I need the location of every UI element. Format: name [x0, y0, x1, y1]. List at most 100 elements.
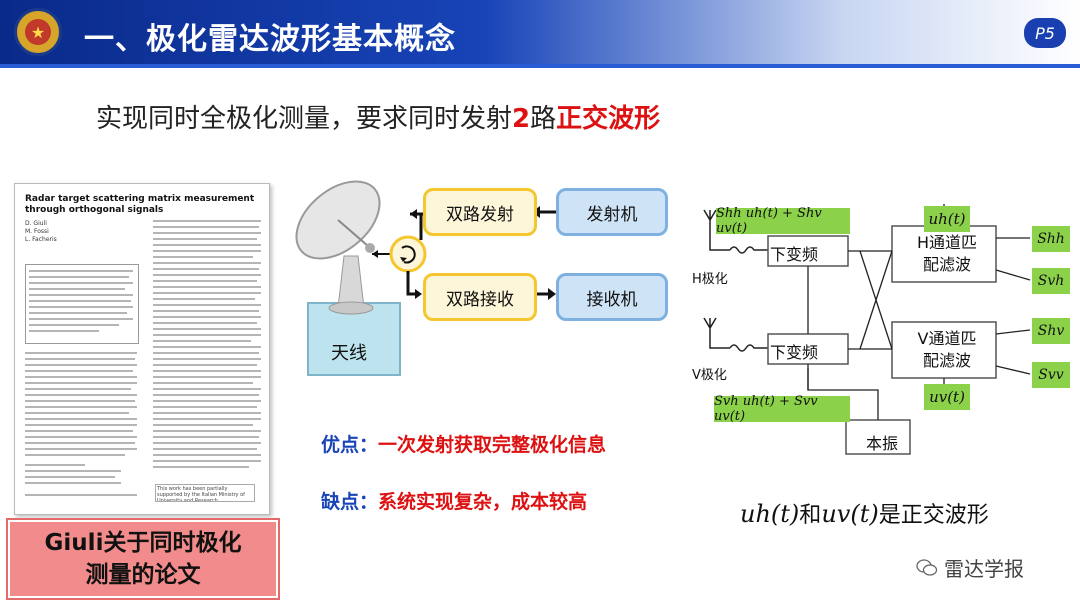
text-line: [153, 304, 261, 306]
text-line: [153, 424, 253, 426]
text-line: [153, 286, 261, 288]
text-line: [153, 436, 259, 438]
h-filter-label: H通道匹配滤波: [895, 232, 999, 276]
antenna-base: [307, 302, 401, 376]
h-downconverter-label: 下变频: [770, 245, 819, 264]
caption-line-1: Giuli关于同时极化: [44, 530, 242, 556]
v-signal-wave: [729, 344, 768, 352]
text-line: [153, 376, 261, 378]
wechat-icon: [916, 558, 938, 576]
text-line: [25, 352, 137, 354]
text-line: [25, 388, 131, 390]
dual-transmit-block: 双路发射: [423, 188, 537, 236]
h-filter-line-1: H通道匹: [916, 233, 978, 252]
watermark-text: 雷达学报: [944, 557, 1024, 581]
text-line: [25, 494, 137, 496]
h-feed-line: [709, 230, 730, 251]
caption-line-2: 测量的论文: [85, 562, 201, 588]
receiver-block-diagram: [703, 204, 1031, 455]
circulator-arrow: [401, 245, 416, 264]
top-received-signal: Shh uh(t) + Shv uv(t): [716, 206, 850, 236]
text-line: [29, 288, 125, 290]
bottom-received-signal: Svh uh(t) + Svv uv(t): [714, 394, 850, 424]
dual-transmit-label: 双路发射: [446, 204, 514, 225]
h-antenna-icon: [703, 209, 717, 230]
text-line: [153, 400, 261, 402]
text-line: [153, 310, 259, 312]
text-line: [29, 282, 133, 284]
text-line: [25, 376, 137, 378]
text-line: [153, 298, 255, 300]
text-line: [153, 316, 261, 318]
local-oscillator-box: [845, 419, 911, 455]
text-line: [25, 454, 125, 456]
text-line: [25, 464, 85, 466]
text-line: [25, 424, 137, 426]
disadvantage-line: 缺点：系统实现复杂，成本较高: [321, 487, 587, 514]
university-logo: ★: [14, 8, 62, 56]
text-line: [25, 476, 115, 478]
antenna-system-graphic: [295, 180, 556, 376]
text-line: [29, 318, 133, 320]
dual-receive-block: 双路接收: [423, 273, 537, 321]
paper-thumbnail: Radar target scattering matrix measureme…: [14, 183, 270, 515]
text-line: [153, 412, 261, 414]
out-line: [995, 329, 1031, 335]
v-to-h-cross: [859, 250, 893, 350]
text-line: [25, 364, 137, 366]
text-line: [25, 430, 133, 432]
text-line: [29, 306, 133, 308]
header-underline: [0, 64, 1080, 68]
page-number-badge: P5: [1024, 18, 1066, 48]
text-line: [25, 400, 135, 402]
h-signal-wave: [729, 246, 768, 254]
text-line: [153, 382, 253, 384]
text-line: [153, 442, 261, 444]
subtitle-highlight: 正交波形: [556, 104, 661, 134]
advantage-line: 优点：一次发射获取完整极化信息: [321, 430, 606, 457]
text-line: [153, 334, 261, 336]
text-line: [153, 322, 257, 324]
text-line: [153, 346, 261, 348]
antenna-foot: [328, 301, 374, 315]
text-line: [153, 352, 259, 354]
transmitter-block: 发射机: [556, 188, 668, 236]
text-line: [153, 394, 259, 396]
subtitle-prefix: 实现同时全极化测量，要求同时发射: [96, 104, 513, 134]
text-line: [153, 418, 261, 420]
text-line: [153, 460, 261, 462]
circulator-arrowhead: [400, 257, 407, 262]
disadvantage-label: 缺点：: [321, 491, 379, 513]
arrow-head: [372, 250, 378, 258]
v-feed-line: [709, 338, 730, 349]
formula-and: 和: [799, 503, 822, 528]
text-line: [25, 406, 137, 408]
text-line: [153, 466, 249, 468]
output-svh: Svh: [1032, 268, 1070, 294]
receiver-block: 接收机: [556, 273, 668, 321]
connector-rx: [406, 271, 418, 296]
v-antenna-icon: [703, 317, 717, 338]
text-line: [153, 292, 261, 294]
out-line: [995, 269, 1031, 281]
text-line: [153, 244, 261, 246]
text-line: [153, 328, 261, 330]
text-line: [29, 276, 129, 278]
dual-receive-label: 双路接收: [446, 289, 514, 310]
v-polarization-label: V极化: [692, 368, 727, 383]
paper-funding-note: This work has been partially supported b…: [155, 484, 255, 502]
text-line: [153, 430, 261, 432]
paper-caption: Giuli关于同时极化 测量的论文: [8, 520, 278, 598]
output-svv: Svv: [1032, 362, 1070, 388]
text-line: [29, 312, 127, 314]
text-line: [25, 482, 121, 484]
text-line: [25, 358, 135, 360]
text-line: [153, 262, 261, 264]
disadvantage-text: 系统实现复杂，成本较高: [378, 491, 588, 513]
text-line: [153, 280, 257, 282]
text-line: [153, 238, 257, 240]
text-line: [153, 220, 261, 222]
slide-subtitle: 实现同时全极化测量，要求同时发射2路正交波形: [96, 98, 660, 135]
text-line: [25, 470, 121, 472]
text-line: [25, 448, 137, 450]
